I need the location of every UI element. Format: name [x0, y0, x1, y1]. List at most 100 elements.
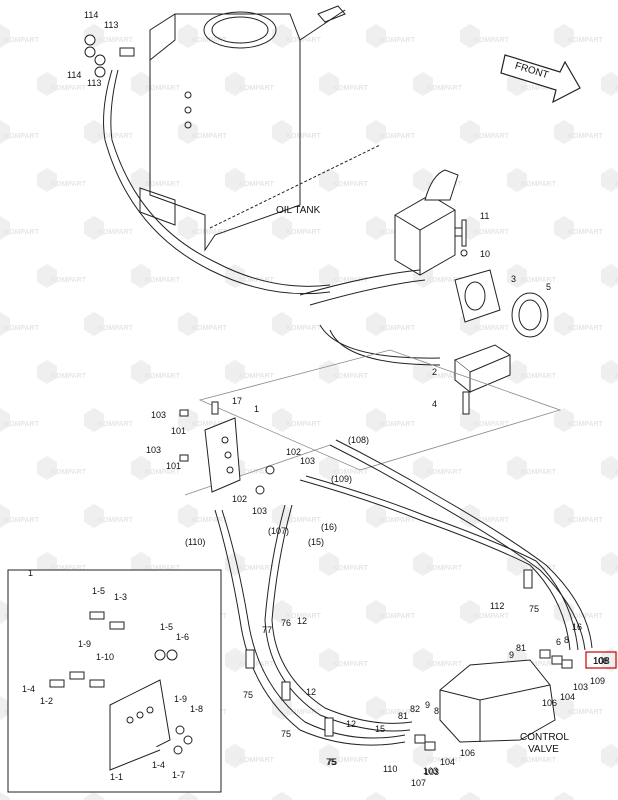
pilot-valve-assembly: [299, 169, 466, 366]
callout-12: 103: [151, 410, 166, 420]
front-arrow: FRONT: [500, 54, 581, 104]
watermark-text: KOMPART: [615, 181, 618, 188]
inset-part-0: 1-5: [92, 586, 105, 596]
watermark-text: KOMPART: [4, 421, 40, 428]
callout-48: 81: [398, 711, 408, 721]
callout-49: 9: [425, 700, 430, 710]
inset-part-11: 1-7: [172, 770, 185, 780]
watermark-text: KOMPART: [192, 517, 228, 524]
callout-10: 17: [232, 396, 242, 406]
callout-19: 103: [252, 506, 267, 516]
watermark-text: KOMPART: [4, 229, 40, 236]
callout-47: 82: [410, 704, 420, 714]
callout-52: 104: [440, 757, 455, 767]
watermark-text: KOMPART: [51, 565, 87, 572]
watermark-text: KOMPART: [615, 469, 618, 476]
callout-31: 6: [556, 637, 561, 647]
callout-46: 15: [375, 724, 385, 734]
watermark-text: KOMPART: [568, 133, 604, 140]
callout-50: 8: [434, 706, 439, 716]
watermark-text: KOMPART: [239, 565, 275, 572]
watermark-text: KOMPART: [98, 37, 134, 44]
watermark-text: KOMPART: [98, 421, 134, 428]
callout-37: 109: [590, 676, 605, 686]
watermark-text: KOMPART: [427, 565, 463, 572]
watermark-text: KOMPART: [568, 709, 604, 716]
watermark-layer: KOMPART KOMPART KOMPART KOMPART KOMPART KOMPA…: [0, 24, 618, 800]
inset-part-9: 1-8: [190, 704, 203, 714]
watermark-text: KOMPART: [192, 421, 228, 428]
callout-9: 4: [432, 399, 437, 409]
inset-part-1: 1-3: [114, 592, 127, 602]
callout-20: (108): [348, 435, 369, 445]
callout-labels: 1141131141131110352417110310110310110210…: [22, 10, 608, 788]
watermark-text: KOMPART: [474, 613, 510, 620]
watermark-text: KOMPART: [474, 229, 510, 236]
watermark-text: KOMPART: [333, 469, 369, 476]
callout-7: 5: [546, 282, 551, 292]
callout-55: 107: [411, 778, 426, 788]
control-valve-label-1: CONTROL: [520, 732, 569, 743]
inset-part-12: 1-1: [110, 772, 123, 782]
watermark-text: KOMPART: [333, 661, 369, 668]
callout-25: (110): [185, 537, 205, 547]
callout-16: 102: [286, 447, 301, 457]
inset-detail: 1: [7, 568, 222, 793]
watermark-text: KOMPART: [51, 469, 87, 476]
watermark-text: KOMPART: [474, 133, 510, 140]
watermark-text: KOMPART: [615, 757, 618, 764]
control-valve: [414, 649, 573, 751]
callout-39: 76: [281, 618, 291, 628]
watermark-text: KOMPART: [380, 709, 416, 716]
watermark-text: KOMPART: [145, 469, 181, 476]
callout-27: 75: [529, 604, 539, 614]
watermark-text: KOMPART: [380, 517, 416, 524]
callout-33: 103: [573, 682, 588, 692]
watermark-text: KOMPART: [145, 373, 181, 380]
control-valve-label-2: VALVE: [528, 744, 559, 755]
inset-part-3: 1-10: [96, 652, 114, 662]
callout-42: 12: [306, 687, 316, 697]
watermark-text: KOMPART: [380, 37, 416, 44]
watermark-text: KOMPART: [145, 85, 181, 92]
highlight-108[interactable]: 108: [585, 651, 617, 669]
watermark-text: KOMPART: [568, 37, 604, 44]
watermark-text: KOMPART: [615, 565, 618, 572]
watermark-text: KOMPART: [474, 37, 510, 44]
watermark-text: KOMPART: [427, 469, 463, 476]
callout-51: 103: [423, 766, 438, 776]
watermark-text: KOMPART: [239, 373, 275, 380]
watermark-text: KOMPART: [51, 181, 87, 188]
watermark-text: KOMPART: [333, 373, 369, 380]
callout-5: 10: [480, 249, 490, 259]
callout-15: 101: [166, 461, 181, 471]
inset-part-4: 1-5: [160, 622, 173, 632]
callout-32: 9: [509, 650, 514, 660]
watermark-text: KOMPART: [568, 325, 604, 332]
callout-54: 110: [383, 764, 397, 774]
callout-21: (109): [331, 474, 352, 484]
callout-26: 112: [490, 601, 504, 611]
watermark-text: KOMPART: [521, 85, 557, 92]
watermark-text: KOMPART: [474, 517, 510, 524]
callout-53: 106: [460, 748, 475, 758]
callout-1: 113: [104, 20, 118, 30]
callout-41: 75: [243, 690, 253, 700]
callout-2: 114: [67, 70, 81, 80]
watermark-text: KOMPART: [239, 661, 275, 668]
watermark-text: KOMPART: [192, 37, 228, 44]
watermark-text: KOMPART: [333, 85, 369, 92]
watermark-text: KOMPART: [239, 85, 275, 92]
watermark-text: KOMPART: [333, 181, 369, 188]
inset-part-5: 1-6: [176, 632, 189, 642]
callout-0: 114: [84, 10, 98, 20]
watermark-text: KOMPART: [239, 757, 275, 764]
mount-parts: [454, 219, 549, 415]
callout-38: 77: [262, 625, 272, 635]
watermark-text: KOMPART: [98, 133, 134, 140]
callout-40: 12: [297, 616, 307, 626]
callout-44: 75: [281, 729, 291, 739]
watermark-text: KOMPART: [568, 517, 604, 524]
watermark-text: KOMPART: [333, 565, 369, 572]
